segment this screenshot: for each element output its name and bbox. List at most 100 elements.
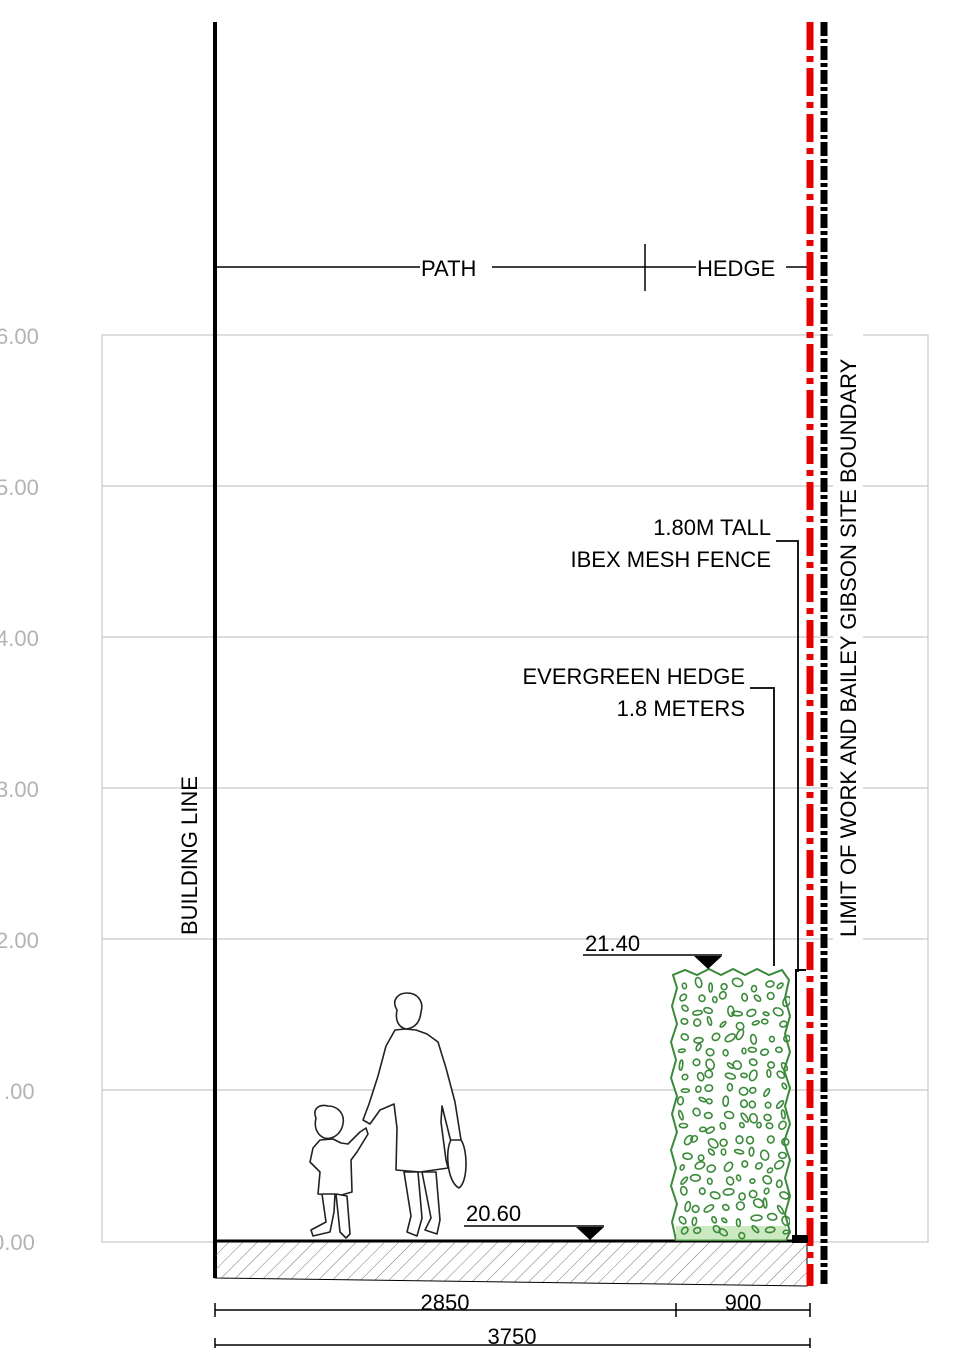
level-label-ground: 20.60 [466, 1201, 521, 1226]
fence-leader [776, 540, 799, 972]
hedge-leaf [719, 1020, 727, 1028]
hedge-leader [750, 687, 775, 966]
hedge-leaf [706, 1177, 713, 1185]
hedge-leaf [751, 1225, 760, 1234]
hedge-leaf [705, 1047, 715, 1057]
hedge-leaf [690, 1134, 699, 1143]
hedge-leaf [718, 990, 727, 1000]
site-boundary [806, 22, 828, 1286]
pedestrians-figure [309, 992, 467, 1239]
level-grid [101, 334, 929, 1243]
hedge-leaf [731, 977, 744, 988]
hedge-leaf [740, 1072, 748, 1079]
hedge-leaf [706, 1015, 713, 1027]
hedge-leaf [720, 1148, 727, 1156]
hedge-leaf [768, 1035, 776, 1043]
hedge-leaf [731, 1010, 744, 1017]
hedge-leaf [679, 993, 688, 1002]
hedge-leaf [748, 1189, 758, 1199]
hedge-leaf [767, 1061, 776, 1069]
hedge-leaf [756, 1121, 762, 1129]
hedge-leaf [723, 1110, 735, 1120]
hedge-leaf [722, 1049, 729, 1057]
dim-total-width: 3750 [488, 1324, 537, 1348]
hedge-leaf [741, 1047, 747, 1055]
child-figure [309, 1104, 369, 1239]
hedge-leaf [748, 1146, 755, 1157]
hedge-leaf [738, 1086, 749, 1096]
hedge-leaf [711, 1032, 721, 1042]
hedge-leaf [765, 980, 775, 988]
hedge-leaf [677, 1109, 684, 1121]
hedge-leaf [750, 1214, 763, 1222]
grid-label-0: 0.00 [0, 1230, 35, 1255]
hedge-leaf [735, 1028, 745, 1041]
hedge-leaf [694, 1161, 706, 1170]
hedge-leaf [703, 1006, 714, 1015]
hedge-leaf [773, 1159, 785, 1170]
hedge-leaf [748, 1058, 758, 1067]
hedge-leaf [766, 1068, 772, 1079]
hedge-leaf [698, 1126, 707, 1133]
hedge-leaf [695, 1085, 702, 1093]
fence-label-line2: IBEX MESH FENCE [571, 547, 771, 572]
hedge-leaf [735, 1201, 746, 1211]
hedge-leaf [724, 1072, 737, 1080]
hedge-leaf [691, 1216, 698, 1227]
hedge-leaf [718, 1228, 729, 1237]
grid-labels: 6.00 5.00 4.00 3.00 2.00 .00 0.00 [0, 324, 39, 1255]
hedge-leaf [707, 1138, 719, 1149]
hedge-leaf [735, 1021, 745, 1031]
hedge-leaf [763, 1187, 770, 1195]
grid-label-4: 4.00 [0, 626, 39, 651]
hedge-leaf [683, 1134, 694, 1146]
hedge-leaf [774, 1046, 783, 1054]
hedge-leaf [762, 1174, 773, 1185]
hedge-leaf [781, 1215, 790, 1227]
hedge-leaf [680, 1017, 689, 1025]
hedge-leaf [752, 1198, 764, 1209]
hedge-leaf [766, 991, 775, 1001]
hedge-leaf [725, 1176, 735, 1186]
hedge-leaf [751, 1020, 761, 1026]
hedge-leaf [738, 1121, 745, 1129]
hedge-leaf [748, 1086, 757, 1094]
hedge-leaf [745, 1135, 755, 1145]
hedge-label: HEDGE [697, 256, 775, 281]
hedge-leaf [748, 1112, 759, 1124]
dim-hedge-width: 900 [725, 1290, 762, 1315]
hedge-leaf [763, 1113, 772, 1122]
grid-label-1: .00 [4, 1079, 35, 1104]
hedge-leaf [735, 1135, 744, 1145]
hedge-leaf [703, 1111, 713, 1120]
hedge-leaf [766, 1212, 778, 1221]
hedge-leaf [705, 1098, 713, 1105]
hedge-leaf [720, 982, 728, 991]
hedge-leaf [680, 1033, 690, 1041]
hedge-leaf [781, 1137, 790, 1147]
hedge-leaf [766, 1167, 774, 1174]
hedge-leaf [676, 1096, 685, 1106]
hedge-leaf [696, 1071, 705, 1082]
hedge-leaf [708, 982, 714, 993]
hedge-leaf [681, 1073, 689, 1081]
hedge-leaf [749, 1033, 758, 1045]
hedge-leaf [681, 982, 688, 990]
hedge-leaf [775, 1099, 785, 1110]
hedge-leaf [693, 1036, 704, 1044]
hedge-leaf [722, 1187, 735, 1196]
hedge-leaf [680, 1176, 689, 1186]
zone-dimension [215, 244, 808, 291]
hedge-leaf [732, 1060, 743, 1071]
level-marker-ground: 20.60 [464, 1201, 604, 1240]
hedge-leaf [719, 1138, 728, 1147]
hedge-leaf [765, 1122, 774, 1130]
hedge-leaf [748, 1100, 757, 1109]
mesh-fence [792, 969, 808, 1243]
boundary-label: LIMIT OF WORK AND BAILEY GIBSON SITE BOU… [836, 358, 861, 937]
hedge-leaf [709, 1191, 721, 1200]
hedge-leaf [750, 984, 758, 993]
hedge-leaf [679, 1185, 688, 1196]
hedge-leaf [681, 1004, 689, 1012]
